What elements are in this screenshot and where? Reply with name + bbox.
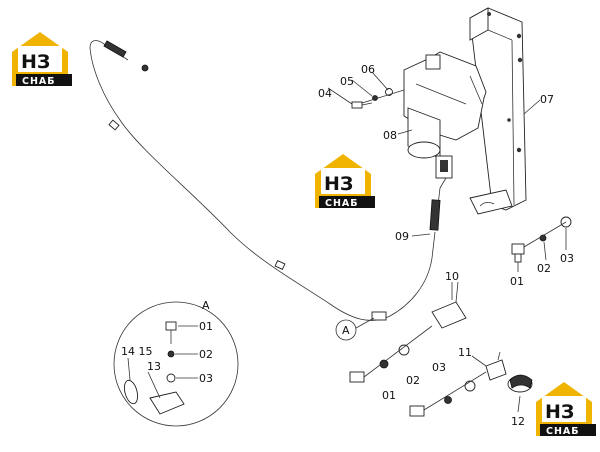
callout-05: 05 xyxy=(340,75,354,88)
callout-13: 13 xyxy=(147,360,161,373)
callout-03-detail: 03 xyxy=(199,372,213,385)
clamp-plate xyxy=(431,281,467,329)
logo-mark: НЗ xyxy=(21,51,50,73)
logo-mark: НЗ xyxy=(324,173,353,195)
detail-title: A xyxy=(202,299,210,312)
callout-14-15: 14 15 xyxy=(121,345,153,358)
callout-08: 08 xyxy=(383,129,397,142)
detail-reference-label: A xyxy=(342,324,350,337)
logo-sub: СНАБ xyxy=(325,198,359,209)
fastener-set-lower xyxy=(409,371,487,417)
brand-logo-bottom-right: НЗ СНАБ xyxy=(536,382,596,437)
actuator-motor xyxy=(403,51,487,189)
fastener-set-upper xyxy=(351,88,405,109)
logo-sub: СНАБ xyxy=(22,76,56,87)
logo-sub: СНАБ xyxy=(546,426,580,437)
brand-logo-center: НЗ СНАБ xyxy=(315,154,375,209)
detail-view-a xyxy=(113,301,239,427)
brand-logo-top-left: НЗ СНАБ xyxy=(12,32,72,87)
callout-07: 07 xyxy=(540,93,554,106)
callout-02-middle: 02 xyxy=(406,374,420,387)
cable-clamp xyxy=(485,351,507,381)
callout-04: 04 xyxy=(318,87,332,100)
callout-02-detail: 02 xyxy=(199,348,213,361)
sleeve-clip xyxy=(507,374,533,393)
callout-12: 12 xyxy=(511,415,525,428)
callout-labels: 04 05 06 07 08 09 10 11 12 01 02 03 03 0… xyxy=(121,63,574,428)
callout-03-middle: 03 xyxy=(432,361,446,374)
fastener-set-right xyxy=(511,216,572,263)
callout-02-right: 02 xyxy=(537,262,551,275)
callout-06: 06 xyxy=(361,63,375,76)
callout-01-right: 01 xyxy=(510,275,524,288)
mounting-bracket xyxy=(469,7,527,215)
callout-03-right: 03 xyxy=(560,252,574,265)
logo-mark: НЗ xyxy=(545,401,574,423)
callout-01-detail: 01 xyxy=(199,320,213,333)
control-cable xyxy=(89,40,441,321)
callout-01-middle: 01 xyxy=(382,389,396,402)
detail-reference-marker: A xyxy=(335,319,357,341)
callout-11: 11 xyxy=(458,346,472,359)
fastener-set-middle xyxy=(349,325,433,383)
callout-09: 09 xyxy=(395,230,409,243)
callout-10: 10 xyxy=(445,270,459,283)
leader-lines xyxy=(327,71,567,413)
